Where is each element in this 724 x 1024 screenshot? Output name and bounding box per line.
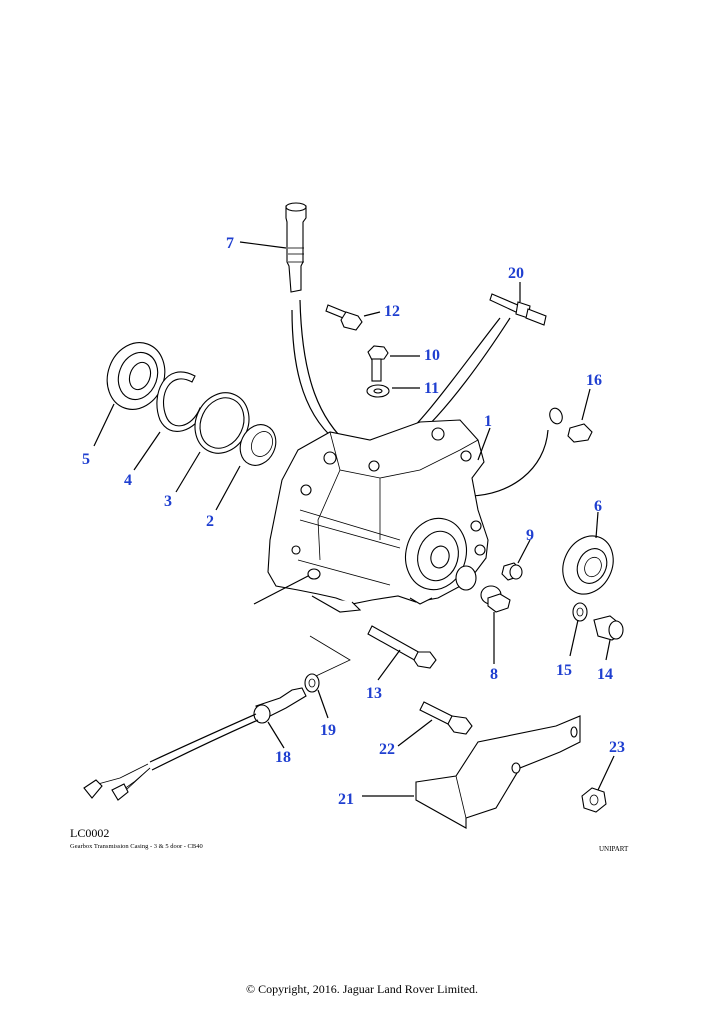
part-label-18: 18 [275, 749, 291, 766]
part-5-bearing [106, 342, 166, 410]
part-13-long-bolt [367, 625, 437, 669]
part-12-bolt [325, 304, 363, 331]
part-labels: 1 2 3 4 5 6 7 8 9 10 11 12 13 14 15 16 1… [82, 235, 625, 808]
part-label-15: 15 [556, 662, 572, 679]
part-label-19: 19 [320, 722, 336, 739]
part-label-2: 2 [206, 513, 214, 530]
part-23-nut [581, 787, 607, 813]
part-label-7: 7 [226, 235, 234, 252]
leader-lines [93, 241, 615, 797]
part-label-11: 11 [424, 380, 439, 397]
part-label-12: 12 [384, 303, 400, 320]
part-1-gearbox-casing [253, 299, 549, 613]
part-label-9: 9 [526, 527, 534, 544]
part-label-13: 13 [366, 685, 382, 702]
part-9-plug [501, 562, 523, 581]
part-label-6: 6 [594, 498, 602, 515]
diagram-reference-code: LC0002 [70, 826, 110, 840]
part-label-3: 3 [164, 493, 172, 510]
part-11-washer [366, 384, 390, 398]
part-label-20: 20 [508, 265, 524, 282]
part-3-seal-ring [194, 392, 250, 454]
part-19-washer [304, 635, 351, 693]
part-label-23: 23 [609, 739, 625, 756]
part-label-14: 14 [597, 666, 613, 683]
part-label-22: 22 [379, 741, 395, 758]
part-22-bolt [419, 701, 473, 735]
part-10-bolt [367, 345, 389, 382]
diagram-caption: Gearbox Transmission Casing - 3 & 5 door… [70, 843, 203, 850]
part-label-10: 10 [424, 347, 440, 364]
part-7-plug [285, 202, 307, 293]
part-16-bolt [549, 407, 593, 443]
part-label-21: 21 [338, 791, 354, 808]
part-15-washer [572, 602, 588, 622]
part-18-sensor [83, 687, 307, 801]
part-label-8: 8 [490, 666, 498, 683]
part-2-cap [239, 424, 277, 466]
part-20-stud [489, 293, 547, 326]
part-8-drain-plug [480, 585, 511, 613]
part-label-5: 5 [82, 451, 90, 468]
part-label-1: 1 [484, 413, 492, 430]
part-21-bracket [415, 715, 581, 829]
part-6-oil-seal [562, 535, 614, 595]
copyright-notice: © Copyright, 2016. Jaguar Land Rover Lim… [245, 982, 479, 996]
part-14-plug [593, 615, 624, 641]
part-label-4: 4 [124, 472, 132, 489]
part-label-16: 16 [586, 372, 602, 389]
brand-label: UNIPART [599, 845, 629, 853]
